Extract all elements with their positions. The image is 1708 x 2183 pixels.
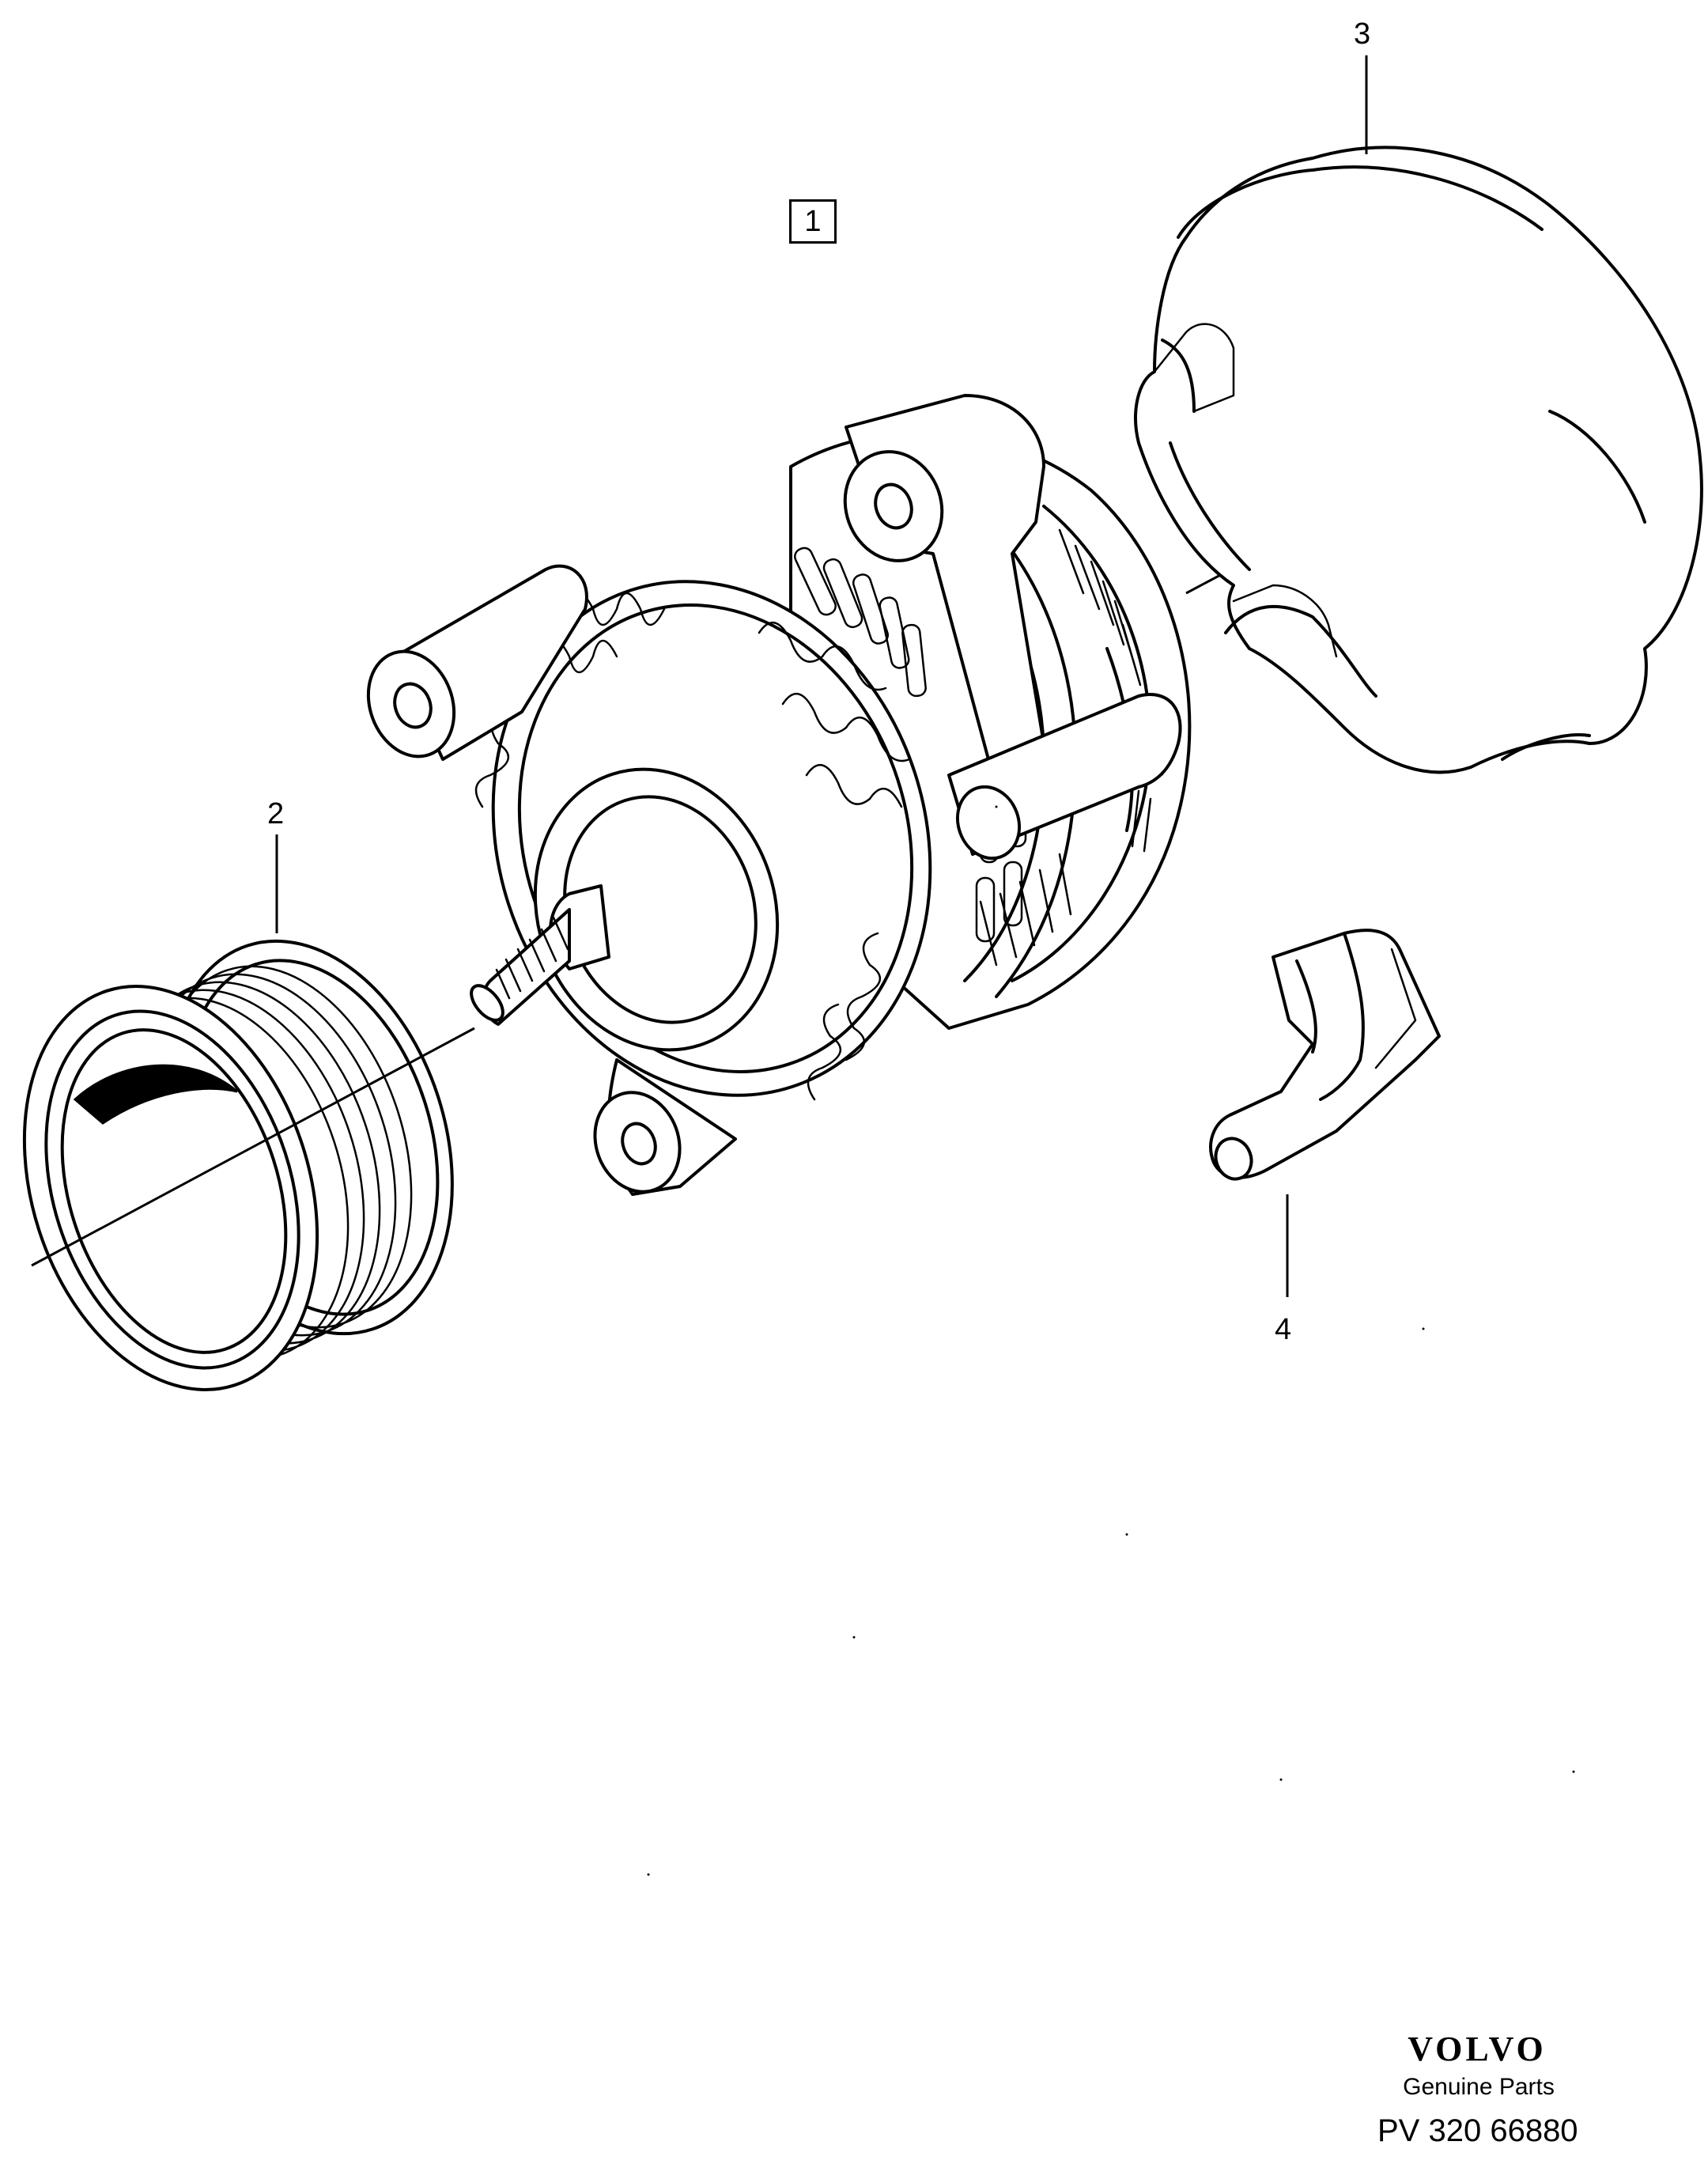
frame-callout-label: 1	[804, 205, 822, 238]
pulley	[22, 834, 475, 1391]
volvo-logo: VOLVO	[1408, 2030, 1547, 2067]
svg-text:VOLVO: VOLVO	[1408, 2030, 1547, 2067]
callout-2: 2	[267, 797, 285, 830]
terminal-bracket	[1209, 929, 1441, 1297]
alternator-body	[366, 394, 1440, 1196]
rear-cover	[1134, 55, 1703, 774]
frame-callout-1: 1	[789, 199, 837, 244]
scan-specks	[647, 805, 1575, 1876]
drawing-code: PV 320 66880	[1377, 2113, 1578, 2148]
callout-3: 3	[1354, 17, 1371, 51]
brand-subtitle: Genuine Parts	[1403, 2074, 1555, 2100]
callout-4: 4	[1275, 1313, 1292, 1346]
